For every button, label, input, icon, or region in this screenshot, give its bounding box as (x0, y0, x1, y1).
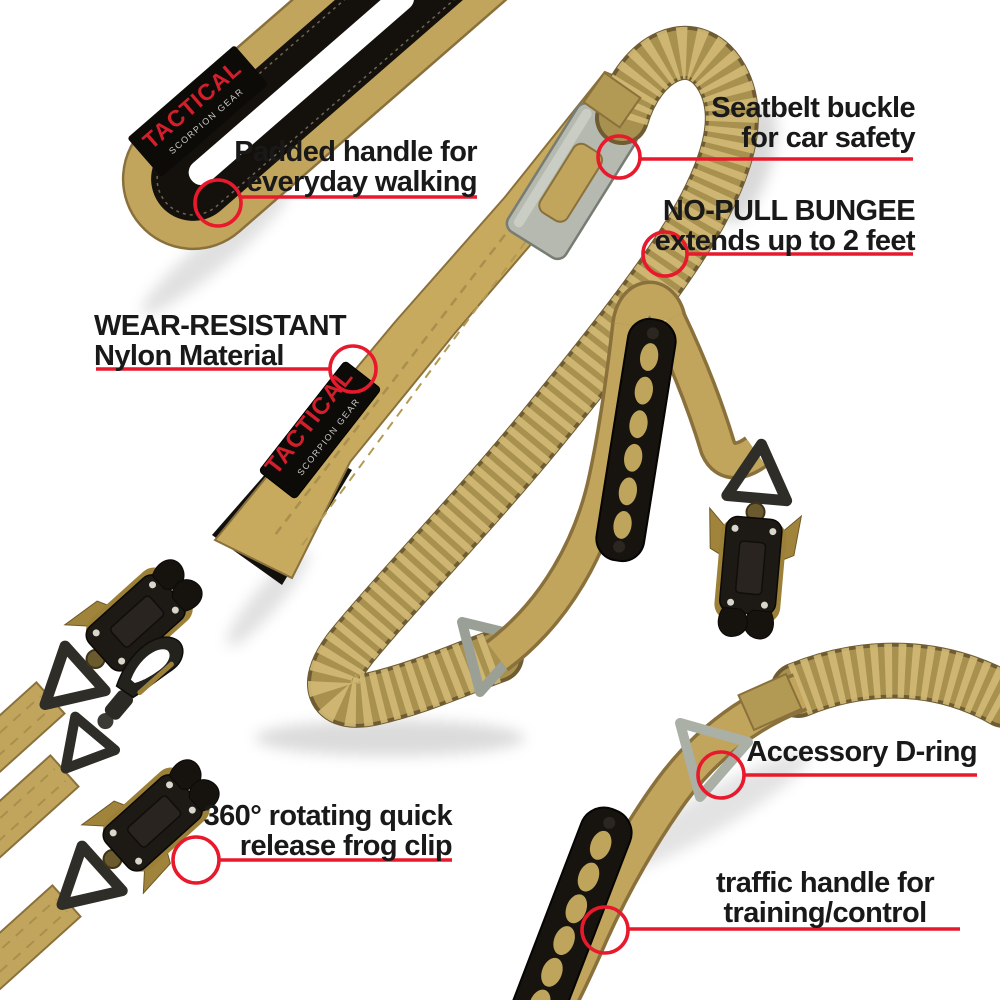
brand-patch-handle (128, 46, 268, 177)
callout-wear-resistant: WEAR-RESISTANT Nylon Material (94, 311, 424, 371)
callout-line: Padded handle for (234, 136, 477, 168)
callout-accessory-d-ring: Accessory D-ring (657, 737, 977, 767)
callout-circle-padded-handle (193, 178, 243, 228)
accessory-d-ring (675, 718, 753, 802)
callout-circle-seatbelt-buckle (596, 134, 642, 180)
callout-markers (96, 134, 977, 955)
traffic-handle-grip-main (595, 317, 677, 563)
callout-line: for car safety (741, 122, 915, 154)
traffic-handle-grip (506, 806, 633, 1000)
callout-line: Nylon Material (94, 340, 284, 372)
callout-line: WEAR-RESISTANT (94, 310, 347, 342)
callout-traffic-handle: traffic handle for training/control (645, 868, 1000, 928)
callout-line: Seatbelt buckle (711, 92, 915, 124)
leash-end-photo (457, 280, 807, 697)
callout-line: release frog clip (239, 830, 453, 862)
callout-line: extends up to 2 feet (654, 225, 916, 257)
callout-line: Accessory D-ring (746, 736, 977, 768)
callout-line: training/control (723, 897, 927, 929)
padded-handle-photo: TACTICAL SCORPION GEAR (121, 0, 627, 251)
callout-line: 360° rotating quick (203, 800, 453, 832)
callout-line: traffic handle for (716, 867, 935, 899)
callout-line: everyday walking (246, 166, 477, 198)
callout-frog-clip: 360° rotating quick release frog clip (142, 800, 453, 862)
callout-seatbelt-buckle: Seatbelt buckle for car safety (615, 93, 915, 153)
bungee-section-photo (307, 26, 759, 728)
clip-variants-photo (0, 537, 241, 1000)
callout-padded-handle: Padded handle for everyday walking (177, 137, 477, 197)
callout-no-pull-bungee: NO-PULL BUNGEE extends up to 2 feet (585, 195, 916, 257)
callout-line: NO-PULL BUNGEE (662, 195, 916, 227)
traffic-handle-detail-photo (506, 642, 1000, 1000)
